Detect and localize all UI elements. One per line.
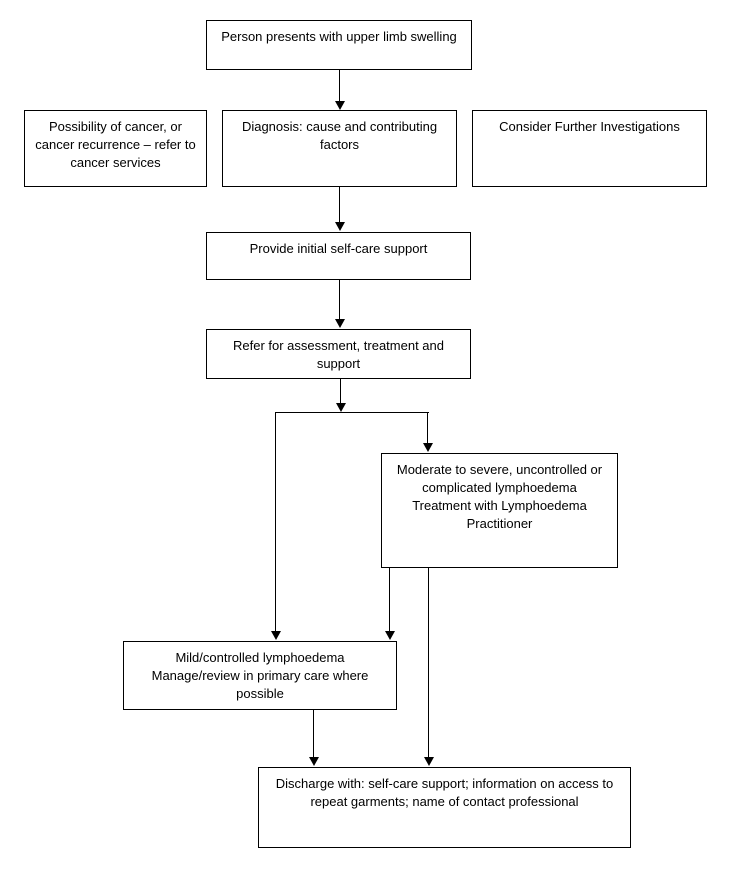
node-refer-assessment: Refer for assessment, treatment and supp… — [206, 329, 471, 379]
arrowhead-person-to-diagnosis — [335, 101, 345, 110]
arrowhead-mild-to-discharge — [309, 757, 319, 766]
arrow-branch-to-moderate — [427, 412, 428, 444]
arrowhead-diagnosis-to-selfcare — [335, 222, 345, 231]
node-discharge: Discharge with: self-care support; infor… — [258, 767, 631, 848]
arrowhead-branch-to-moderate — [423, 443, 433, 452]
arrow-person-to-diagnosis — [339, 70, 340, 102]
node-further-investigations: Consider Further Investigations — [472, 110, 707, 187]
arrow-moderate-to-mild — [389, 568, 390, 632]
branch-line — [275, 412, 429, 413]
arrowhead-moderate-to-mild — [385, 631, 395, 640]
arrow-mild-to-discharge — [313, 710, 314, 758]
node-selfcare-support: Provide initial self-care support — [206, 232, 471, 280]
arrowhead-refer-to-branch — [336, 403, 346, 412]
arrowhead-branch-to-mild — [271, 631, 281, 640]
arrowhead-moderate-to-discharge — [424, 757, 434, 766]
arrow-moderate-to-discharge — [428, 568, 429, 758]
node-person-presents: Person presents with upper limb swelling — [206, 20, 472, 70]
arrow-refer-to-branch — [340, 379, 341, 404]
arrowhead-selfcare-to-refer — [335, 319, 345, 328]
node-diagnosis: Diagnosis: cause and contributing factor… — [222, 110, 457, 187]
node-moderate-severe: Moderate to severe, uncontrolled or comp… — [381, 453, 618, 568]
node-cancer-possibility: Possibility of cancer, or cancer recurre… — [24, 110, 207, 187]
arrow-branch-to-mild — [275, 412, 276, 632]
node-mild-controlled: Mild/controlled lymphoedema Manage/revie… — [123, 641, 397, 710]
arrow-diagnosis-to-selfcare — [339, 187, 340, 223]
arrow-selfcare-to-refer — [339, 280, 340, 320]
